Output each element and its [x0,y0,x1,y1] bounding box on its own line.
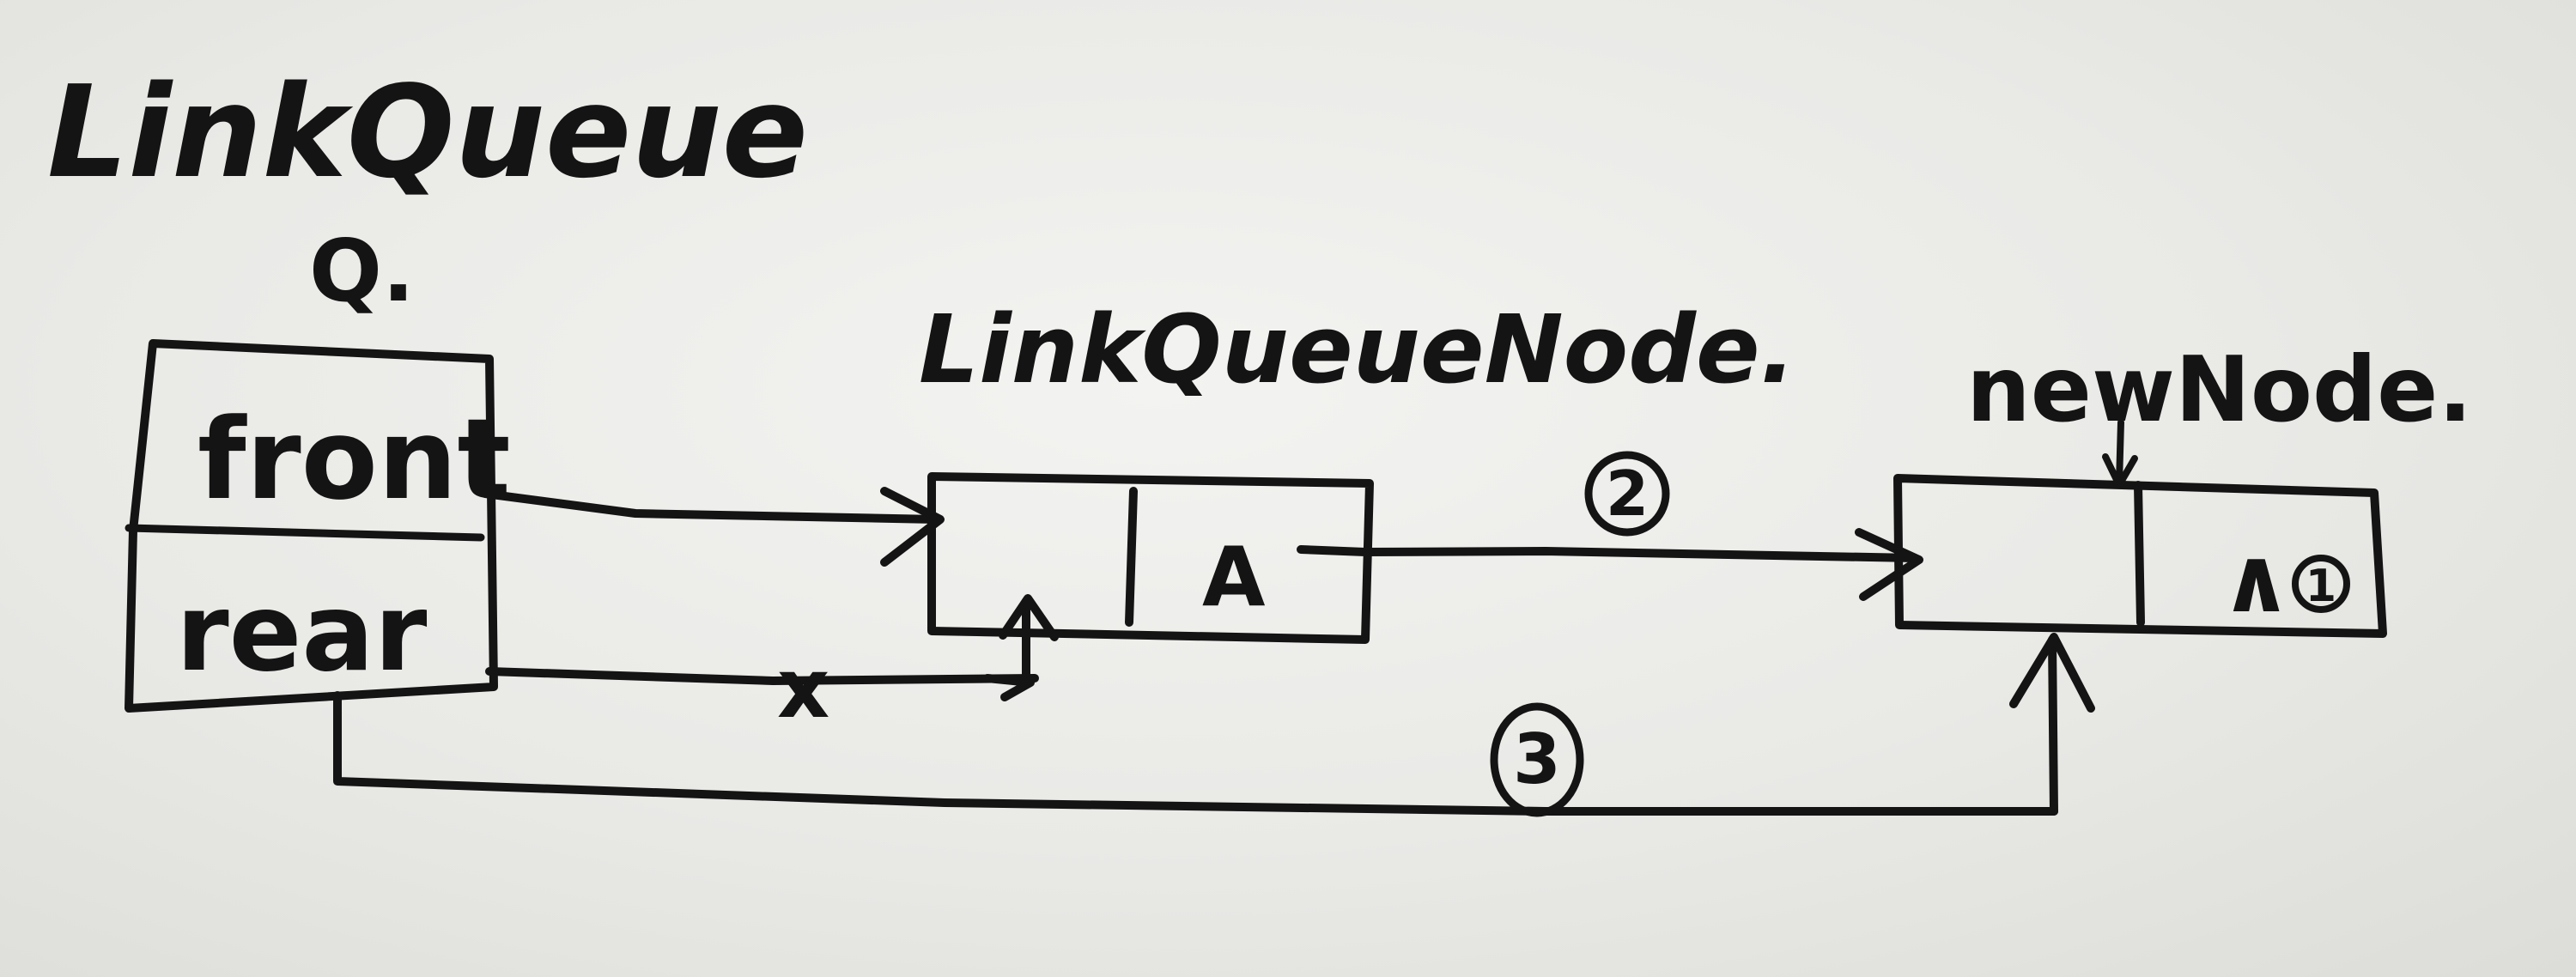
step-three-circle [1490,702,1584,817]
node-title: LinkQueueNode. [919,294,1795,404]
field-front-label: front [197,394,511,525]
step-two-number: 2 [1606,458,1649,530]
step-one-number: 1 [2306,561,2336,612]
step-two-circle [1584,451,1670,537]
linkqueue-box-divider [125,524,485,542]
struct-title: LinkQueue [47,58,808,206]
struct-var-label: Q. [309,221,415,321]
step-one-circle [2292,555,2350,613]
node-box-outline [927,472,1374,644]
new-node-null-symbol: ∧ [2220,528,2293,633]
cross-mark: x [777,642,829,737]
new-node-box-divider [2134,481,2145,627]
new-node-title: newNode. [1966,337,2472,442]
step-three-number: 3 [1513,719,1561,799]
linkqueue-box-outline [125,339,498,713]
field-rear-label: rear [176,571,428,695]
linkqueue-box: front rear [125,339,511,713]
step-two-next-arrow [1297,528,1923,601]
new-node-pointer-arrow [2102,419,2138,488]
new-node-box: ∧ 1 [1893,474,2387,638]
front-pointer-arrow [481,487,945,567]
node-box-divider [1125,487,1138,627]
node-value: A [1202,531,1266,625]
cross-mark-glyph: x [777,642,829,737]
old-rear-pointer-arrow [485,594,1059,701]
linkqueue-node-box: A [927,472,1374,644]
step-three-rear-arrow [333,633,2095,816]
